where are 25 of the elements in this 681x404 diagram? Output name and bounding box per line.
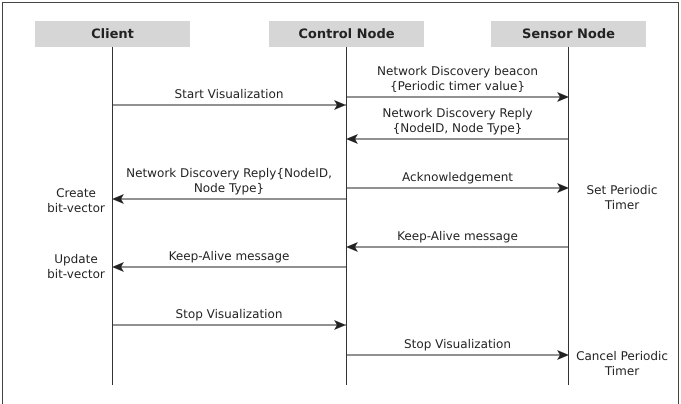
message-arrow — [112, 262, 346, 272]
message-arrow — [346, 242, 570, 252]
participant-header: Sensor Node — [491, 21, 646, 47]
participant-header: Control Node — [269, 21, 424, 47]
message-arrow — [346, 134, 570, 144]
edge-label: Start Visualization — [174, 87, 284, 102]
edge-label: Network Discovery beacon {Periodic timer value} — [376, 64, 539, 94]
action-note: Set Periodic Timer — [586, 183, 658, 213]
edge-label: Network Discovery Reply{NodeID, Node Type} — [125, 166, 333, 196]
message-arrow — [112, 194, 346, 204]
edge-label: Acknowledgement — [402, 170, 514, 185]
edge-label: Network Discovery Reply {NodeID, Node Type} — [381, 106, 534, 136]
edge-label: Stop Visualization — [404, 337, 511, 352]
action-note: Create bit-vector — [46, 186, 106, 216]
message-arrow — [346, 350, 570, 360]
message-arrow — [112, 320, 346, 330]
edge-label: Keep-Alive message — [397, 229, 518, 244]
message-arrow — [346, 92, 570, 102]
message-arrow — [346, 183, 570, 193]
edge-label: Stop Visualization — [176, 307, 282, 322]
action-note: Update bit-vector — [46, 252, 106, 282]
message-arrow — [112, 100, 346, 110]
participant-header: Client — [35, 21, 190, 47]
edge-label: Keep-Alive message — [168, 249, 290, 264]
action-note: Cancel Periodic Timer — [575, 349, 669, 379]
